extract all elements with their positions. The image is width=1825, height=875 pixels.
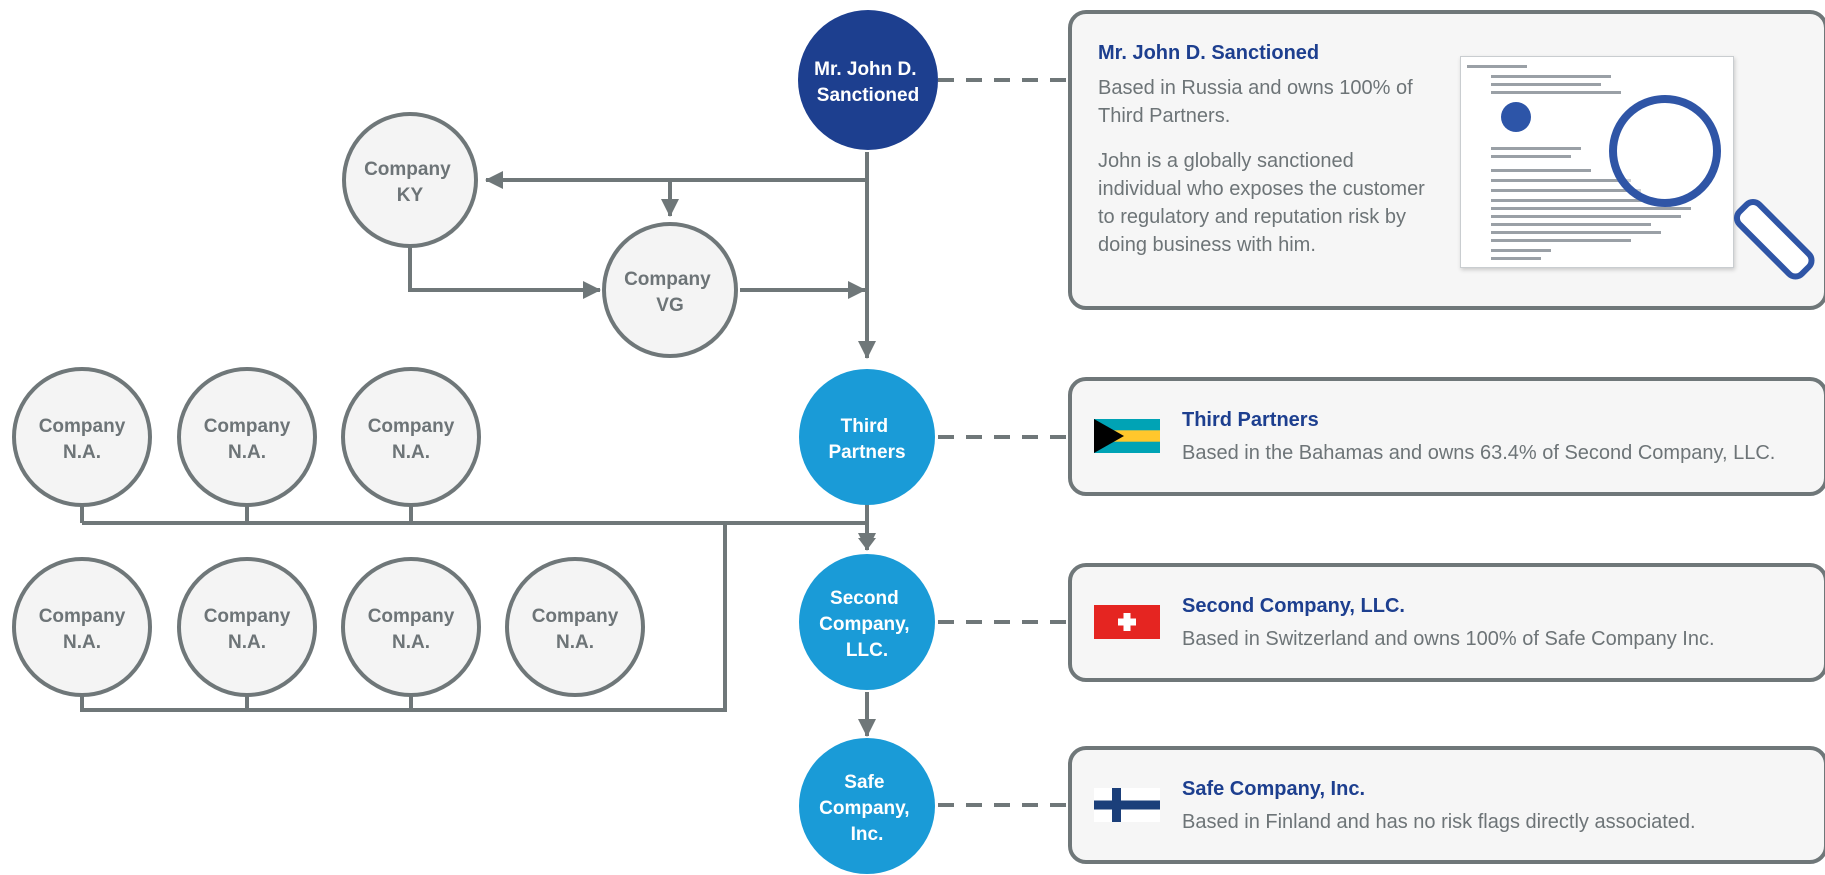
magnifier-handle-icon (1728, 193, 1820, 285)
magnifier-icon (1609, 95, 1721, 207)
node-safe-line2: Company, (819, 798, 909, 819)
node-third-line2: Partners (828, 442, 905, 463)
card-second-title: Second Company, LLC. (1182, 595, 1405, 617)
svg-text:Company VG: Company VG (624, 269, 716, 316)
info-card-safe-company[interactable]: Safe Company, Inc. Based in Finland and … (1068, 746, 1825, 864)
svg-text:Mr. John D. Sanctioned: Mr. John D. Sanctioned (814, 59, 922, 106)
svg-text:Safe Company, Inc.: Safe Company, Inc. (819, 772, 915, 845)
arrow-top-bus-to-second (858, 538, 876, 550)
card-second-text: Based in Switzerland and owns 100% of Sa… (1182, 628, 1715, 650)
edge-bottom-row-bus (80, 523, 727, 712)
node-company-ky[interactable]: Company KY (342, 112, 478, 248)
bahamas-flag-icon (1094, 419, 1160, 453)
finland-flag-icon (1094, 788, 1160, 822)
node-third-partners[interactable]: Third Partners (799, 369, 935, 505)
card-third-title: Third Partners (1182, 409, 1319, 431)
node-second-line1: Second (830, 588, 899, 609)
card-safe-text: Based in Finland and has no risk flags d… (1182, 811, 1696, 833)
info-card-john[interactable]: Mr. John D. Sanctioned Based in Russia a… (1068, 10, 1825, 310)
svg-text:Third Partners: Third Partners (828, 416, 905, 463)
node-second-line2: Company, (819, 614, 909, 635)
edge-ky-vg (408, 236, 601, 299)
node-john[interactable]: Mr. John D. Sanctioned (798, 10, 938, 150)
card-third-text: Based in the Bahamas and owns 63.4% of S… (1182, 442, 1776, 464)
document-seal-icon (1501, 102, 1531, 132)
node-john-line2: Sanctioned (817, 85, 919, 106)
card-john-summary: Based in Russia and owns 100% of Third P… (1098, 77, 1413, 127)
node-john-line1: Mr. John D. (814, 59, 916, 80)
svg-text:Second Company, LL: Second Company, LLC. (819, 588, 915, 661)
node-safe-line3: Inc. (851, 824, 884, 845)
card-john-detail: John is a globally sanctioned individual… (1098, 150, 1425, 256)
card-john-title: Mr. John D. Sanctioned (1098, 42, 1320, 64)
info-card-second-company[interactable]: Second Company, LLC. Based in Switzerlan… (1068, 563, 1825, 682)
switzerland-flag-icon (1094, 605, 1160, 639)
node-second-company[interactable]: Second Company, LLC. (799, 554, 935, 690)
node-safe-company[interactable]: Safe Company, Inc. (799, 738, 935, 874)
info-card-third-partners[interactable]: Third Partners Based in the Bahamas and … (1068, 377, 1825, 496)
node-third-line1: Third (841, 416, 889, 437)
node-second-line3: LLC. (846, 640, 888, 661)
svg-text:Company KY: Company KY (364, 159, 456, 206)
card-safe-title: Safe Company, Inc. (1182, 778, 1366, 800)
node-safe-line1: Safe (844, 772, 884, 793)
node-company-vg[interactable]: Company VG (602, 222, 738, 358)
sanctions-document-image (1460, 56, 1734, 268)
